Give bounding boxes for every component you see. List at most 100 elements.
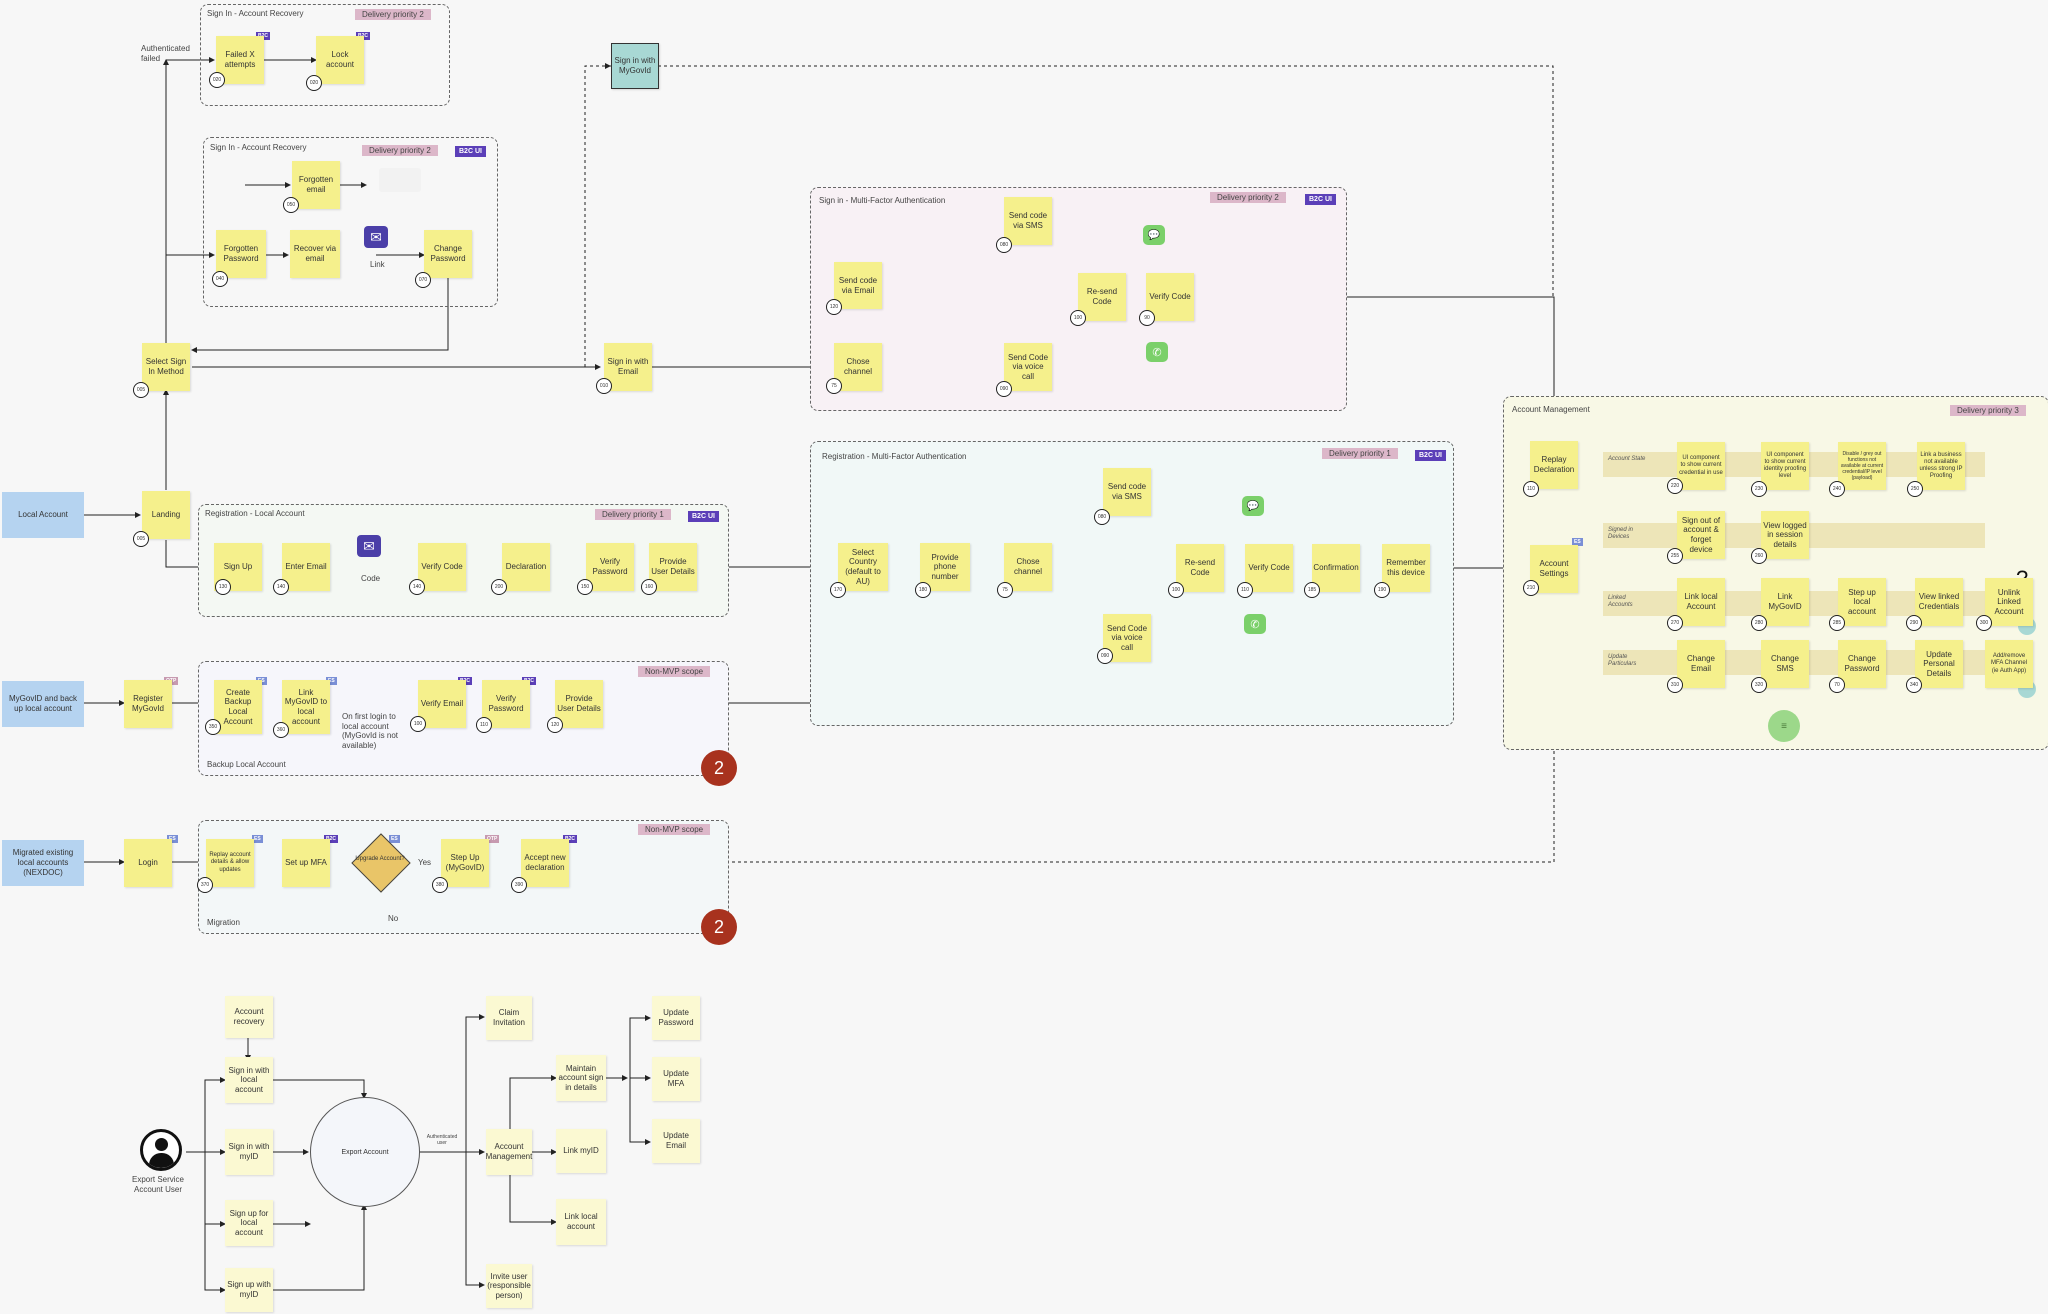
step-number: 220 xyxy=(1667,478,1683,494)
sticky-claim-invitation[interactable]: Claim Invitation xyxy=(486,996,532,1040)
sticky-recover-email[interactable]: Recover via email xyxy=(290,230,340,278)
b2c-small-badge: B2C xyxy=(563,835,578,843)
sticky-accept-declaration[interactable]: Accept new declaration xyxy=(521,839,569,887)
priority-tag: Non-MVP scope xyxy=(638,666,711,677)
sticky-create-backup[interactable]: Create Backup Local Account xyxy=(214,680,262,734)
sticky-link-mygovid[interactable]: Link MyGovID xyxy=(1761,578,1809,626)
sticky-login[interactable]: Login xyxy=(124,839,172,887)
sticky-replay-declaration[interactable]: Replay Declaration xyxy=(1530,441,1578,489)
sticky-account-settings[interactable]: Account Settings xyxy=(1530,545,1578,593)
sticky-account-management[interactable]: Account Management xyxy=(486,1129,532,1175)
sticky-update-password[interactable]: Update Password xyxy=(652,996,700,1040)
sticky-confirmation[interactable]: Confirmation xyxy=(1312,544,1360,592)
step-number: 110 xyxy=(1523,481,1539,497)
sticky-invite-user[interactable]: Invite user (responsible person) xyxy=(486,1264,532,1308)
sticky-provide-phone[interactable]: Provide phone number xyxy=(920,543,970,591)
step-number: 050 xyxy=(283,197,299,213)
sticky-verify-code-mfa[interactable]: Verify Code xyxy=(1245,544,1293,592)
es-badge: ES xyxy=(389,835,400,843)
sticky-view-sessions[interactable]: View logged in session details xyxy=(1761,511,1809,559)
group-title: Registration - Local Account xyxy=(205,509,305,518)
sticky-send-code-email[interactable]: Send code via Email xyxy=(834,262,882,309)
export-account-circle[interactable]: Export Account xyxy=(310,1097,420,1207)
es-badge: ES xyxy=(252,835,263,843)
sticky-update-personal[interactable]: Update Personal Details xyxy=(1915,640,1963,688)
sticky-forgotten-email[interactable]: Forgotten email xyxy=(292,161,340,209)
sticky-forgotten-password[interactable]: Forgotten Password xyxy=(216,230,266,278)
authenticated-user-label: Authenticated user xyxy=(426,1134,458,1146)
sticky-chose-channel-reg[interactable]: Chose channel xyxy=(1004,543,1052,591)
sticky-add-remove-mfa[interactable]: Add/remove MFA Channel (ie Auth App) xyxy=(1985,640,2033,688)
sticky-send-sms-reg[interactable]: Send code via SMS xyxy=(1103,468,1151,516)
sticky-declaration[interactable]: Declaration xyxy=(502,543,550,591)
sticky-maintain-signin[interactable]: Maintain account sign in details xyxy=(556,1055,606,1101)
sticky-setup-mfa[interactable]: Set up MFA xyxy=(282,839,330,887)
priority-tag: Delivery priority 2 xyxy=(362,145,438,156)
sticky-change-sms[interactable]: Change SMS xyxy=(1761,640,1809,688)
step-number: 150 xyxy=(577,579,593,595)
step-number: 120 xyxy=(826,299,842,315)
auth-failed-label: Authenticated failed xyxy=(141,44,190,63)
step-number: 185 xyxy=(1304,582,1320,598)
sticky-remember-device[interactable]: Remember this device xyxy=(1382,544,1430,592)
sticky-select-country[interactable]: Select Country (default to AU) xyxy=(838,543,888,591)
sticky-link-business[interactable]: Link a business not available unless str… xyxy=(1917,442,1965,490)
sticky-landing[interactable]: Landing xyxy=(142,491,190,539)
sticky-signin-mygovid[interactable]: Sign in with MyGovId xyxy=(611,43,659,89)
sticky-send-voice[interactable]: Send Code via voice call xyxy=(1004,343,1052,391)
step-number: 290 xyxy=(1906,615,1922,631)
sticky-link-local-account[interactable]: Link local account xyxy=(556,1199,606,1245)
sticky-signup-myid[interactable]: Sign up with myID xyxy=(225,1268,273,1312)
sticky-provide-details-reg[interactable]: Provide User Details xyxy=(649,543,697,591)
step-number: 280 xyxy=(1751,615,1767,631)
sticky-resend-code-reg[interactable]: Re-send Code xyxy=(1176,544,1224,592)
sticky-verify-code[interactable]: Verify Code xyxy=(1146,273,1194,321)
sticky-change-password-acct[interactable]: Change Password xyxy=(1838,640,1886,688)
band-label: Account State xyxy=(1608,456,1646,462)
step-number: 090 xyxy=(1097,648,1113,664)
sticky-provide-details-backup[interactable]: Provide User Details xyxy=(555,680,603,728)
sticky-step-up-local[interactable]: Step up local account xyxy=(1838,578,1886,626)
sticky-send-sms[interactable]: Send code via SMS xyxy=(1004,197,1052,245)
group-title: Registration - Multi-Factor Authenticati… xyxy=(822,452,967,461)
sticky-signin-myid[interactable]: Sign in with myID xyxy=(225,1129,273,1175)
priority-tag: Delivery priority 2 xyxy=(1210,192,1286,203)
sticky-update-email[interactable]: Update Email xyxy=(652,1119,700,1163)
sticky-signin-local[interactable]: Sign in with local account xyxy=(225,1057,273,1103)
sticky-sign-out-forget[interactable]: Sign out of account & forget device xyxy=(1677,511,1725,559)
sticky-signup-local[interactable]: Sign up for local account xyxy=(225,1200,273,1246)
sticky-chose-channel[interactable]: Chose channel xyxy=(834,343,882,391)
first-login-label: On first login to local account (MyGovId… xyxy=(342,712,399,750)
sticky-change-password[interactable]: Change Password xyxy=(424,230,472,278)
sticky-ui-credential[interactable]: UI component to show current credential … xyxy=(1677,442,1725,490)
priority-tag: Delivery priority 1 xyxy=(1322,448,1398,459)
sticky-ui-identity[interactable]: UI component to show current identity pr… xyxy=(1761,442,1809,490)
sticky-step-up-mygovid[interactable]: Step Up (MyGovID) xyxy=(441,839,489,887)
sticky-select-signin[interactable]: Select Sign In Method xyxy=(142,343,190,391)
sticky-update-mfa[interactable]: Update MFA xyxy=(652,1057,700,1101)
sticky-verify-email-backup[interactable]: Verify Email xyxy=(418,680,466,728)
group-title: Sign In - Account Recovery xyxy=(207,9,304,18)
sticky-verify-code-reg[interactable]: Verify Code xyxy=(418,543,466,591)
priority-tag: Non-MVP scope xyxy=(638,824,711,835)
link-label: Link xyxy=(370,260,385,269)
sticky-signin-email[interactable]: Sign in with Email xyxy=(604,343,652,391)
sticky-unlink-linked[interactable]: Unlink Linked Account xyxy=(1985,578,2033,626)
sticky-change-email[interactable]: Change Email xyxy=(1677,640,1725,688)
sticky-view-linked[interactable]: View linked Credentials xyxy=(1915,578,1963,626)
sticky-link-mygovid-local[interactable]: Link MyGovID to local account xyxy=(282,680,330,734)
sticky-enter-email[interactable]: Enter Email xyxy=(282,543,330,591)
sticky-verify-password-reg[interactable]: Verify Password xyxy=(586,543,634,591)
sticky-lock-account[interactable]: Lock account xyxy=(316,36,364,84)
sticky-replay-updates[interactable]: Replay account details & allow updates xyxy=(206,839,254,887)
sticky-link-local[interactable]: Link local Account xyxy=(1677,578,1725,626)
priority-tag: Delivery priority 2 xyxy=(355,9,431,20)
step-number: 080 xyxy=(1094,509,1110,525)
group-title: Sign In - Account Recovery xyxy=(210,143,307,152)
sticky-disable-grey[interactable]: Disable / grey out functions not availab… xyxy=(1838,442,1886,490)
sticky-register-mygovid[interactable]: Register MyGovId xyxy=(124,680,172,728)
sticky-account-recovery[interactable]: Account recovery xyxy=(225,996,273,1038)
step-number: 005 xyxy=(133,382,149,398)
sticky-resend-code[interactable]: Re-send Code xyxy=(1078,273,1126,321)
sticky-link-myid[interactable]: Link myID xyxy=(556,1129,606,1173)
